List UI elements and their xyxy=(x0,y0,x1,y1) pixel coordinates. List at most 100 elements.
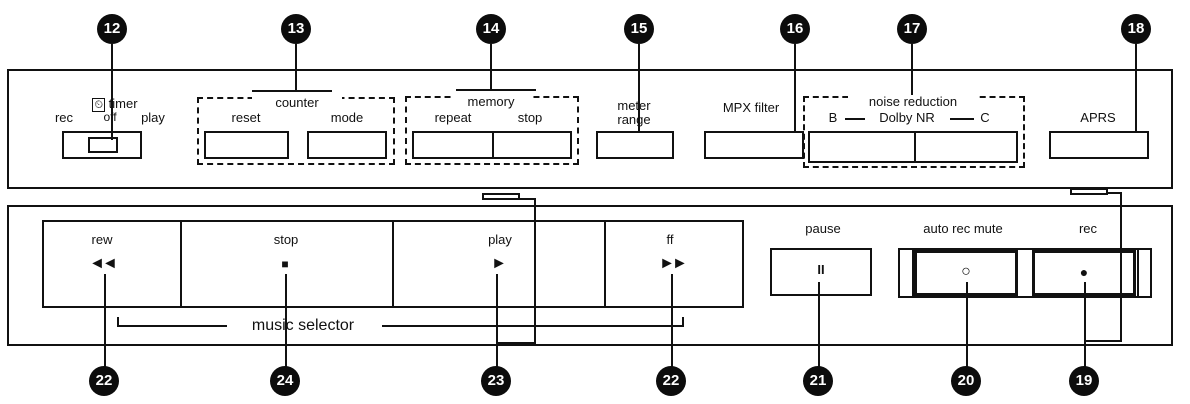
stop-icon: ■ xyxy=(281,257,289,271)
play-indicator-lamp xyxy=(482,193,520,200)
leader-16 xyxy=(794,44,796,142)
rew-label: rew xyxy=(91,232,113,247)
callout-23: 23 xyxy=(481,366,511,396)
leader-15 xyxy=(638,44,640,142)
callout-24: 24 xyxy=(270,366,300,396)
music-selector-tick-right xyxy=(682,317,684,326)
leader-13 xyxy=(295,44,297,91)
leader-14 xyxy=(490,44,492,90)
auto-rec-mute-icon: ○ xyxy=(961,263,971,280)
leader-19-top xyxy=(1106,192,1122,194)
meter-label-line1: meter xyxy=(617,98,651,113)
memory-stop-button[interactable] xyxy=(492,131,572,159)
noise-c-rule xyxy=(950,118,974,120)
pause-button[interactable] xyxy=(770,248,872,296)
memory-repeat-label: repeat xyxy=(434,110,472,125)
meter-label-line2: range xyxy=(617,112,651,127)
aprs-button[interactable] xyxy=(1049,131,1149,159)
housing-inner-right xyxy=(1137,248,1139,298)
callout-12: 12 xyxy=(97,14,127,44)
leader-23-top xyxy=(520,198,536,200)
leader-24 xyxy=(285,274,287,368)
pause-icon: II xyxy=(817,262,825,277)
music-selector-line-right xyxy=(382,325,684,327)
play-label: play xyxy=(488,232,512,247)
leader-17 xyxy=(911,44,913,96)
callout-15: 15 xyxy=(624,14,654,44)
stop-label: stop xyxy=(273,232,299,247)
leader-21 xyxy=(818,282,820,368)
timer-switch-knob[interactable] xyxy=(88,137,118,153)
leader-19-vertical xyxy=(1084,282,1086,368)
noise-b-rule xyxy=(845,118,865,120)
leader-19-bottom xyxy=(1084,340,1122,342)
leader-22a xyxy=(104,274,106,368)
pause-label: pause xyxy=(805,221,841,236)
callout-13: 13 xyxy=(281,14,311,44)
leader-13-bracket xyxy=(252,90,332,92)
leader-12 xyxy=(111,44,113,140)
rec-icon: ● xyxy=(1079,264,1089,280)
timer-label: ⏲ timer xyxy=(92,96,138,112)
lower-panel xyxy=(7,206,1173,346)
music-selector-label: music selector xyxy=(251,317,355,334)
music-selector-line-left xyxy=(117,325,227,327)
counter-mode-label: mode xyxy=(330,110,364,125)
mpx-filter-button[interactable] xyxy=(704,131,804,159)
timer-play-label: play xyxy=(141,110,165,125)
callout-22-right: 22 xyxy=(656,366,686,396)
leader-19-right xyxy=(1120,192,1122,342)
transport-divider-3 xyxy=(604,220,606,308)
timer-off-label: off xyxy=(103,110,117,124)
leader-23-bottom xyxy=(496,342,534,344)
noise-reduction-title: noise reduction xyxy=(848,95,978,109)
rec-label: rec xyxy=(1078,221,1098,236)
timer-icon: ⏲ xyxy=(92,98,106,112)
leader-14-bracket xyxy=(456,89,536,91)
leader-20 xyxy=(966,282,968,368)
play-icon: ► xyxy=(491,255,507,272)
callout-21: 21 xyxy=(803,366,833,396)
callout-18: 18 xyxy=(1121,14,1151,44)
rec-indicator-lamp xyxy=(1070,188,1108,195)
housing-inner-left xyxy=(912,248,914,298)
callout-19: 19 xyxy=(1069,366,1099,396)
noise-b-button[interactable] xyxy=(808,131,916,163)
callout-17: 17 xyxy=(897,14,927,44)
leader-18 xyxy=(1135,44,1137,142)
counter-reset-button[interactable] xyxy=(204,131,289,159)
callout-16: 16 xyxy=(780,14,810,44)
mpx-filter-label: MPX filter xyxy=(722,100,780,115)
rew-icon: ◄◄ xyxy=(89,255,118,272)
ff-icon: ►► xyxy=(659,255,688,272)
leader-23-right xyxy=(534,198,536,344)
counter-title: counter xyxy=(252,96,342,110)
counter-mode-button[interactable] xyxy=(307,131,387,159)
timer-switch[interactable] xyxy=(62,131,142,159)
callout-20: 20 xyxy=(951,366,981,396)
leader-23-vertical xyxy=(496,274,498,368)
meter-range-button[interactable] xyxy=(596,131,674,159)
counter-reset-label: reset xyxy=(231,110,261,125)
callout-22-left: 22 xyxy=(89,366,119,396)
callout-14: 14 xyxy=(476,14,506,44)
noise-dolby-label: Dolby NR xyxy=(879,110,935,125)
memory-stop-label: stop xyxy=(517,110,543,125)
aprs-label: APRS xyxy=(1080,110,1116,125)
ff-label: ff xyxy=(666,232,674,247)
transport-divider-2 xyxy=(392,220,394,308)
noise-b-label: B xyxy=(828,110,838,125)
music-selector-tick-left xyxy=(117,317,119,326)
auto-rec-mute-label: auto rec mute xyxy=(923,221,1003,236)
timer-rec-label: rec xyxy=(54,110,74,125)
memory-repeat-button[interactable] xyxy=(412,131,494,159)
noise-c-button[interactable] xyxy=(914,131,1018,163)
memory-title: memory xyxy=(451,95,531,109)
leader-22b xyxy=(671,274,673,368)
noise-c-label: C xyxy=(980,110,990,125)
rec-button-housing xyxy=(898,248,1152,298)
transport-divider-1 xyxy=(180,220,182,308)
upper-panel xyxy=(7,69,1173,189)
panel-divider xyxy=(7,205,1173,207)
